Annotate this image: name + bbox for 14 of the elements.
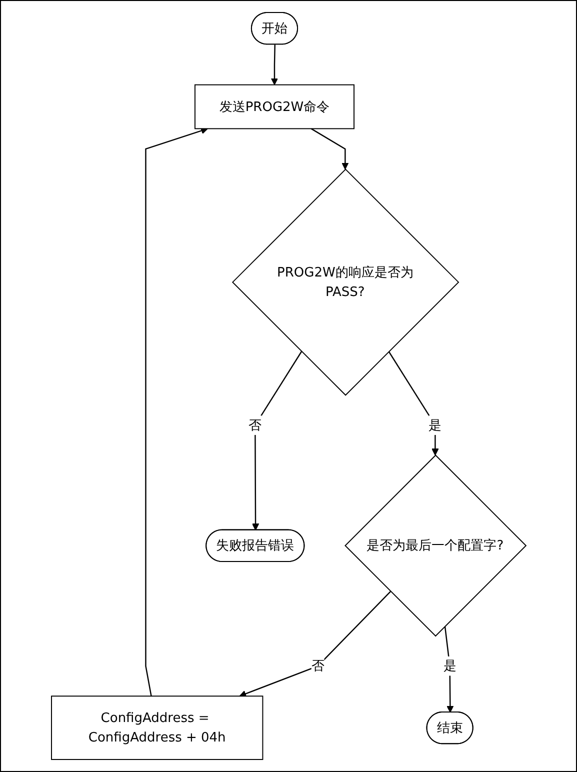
node-diamond: 是否为最后一个配置字? [344, 454, 526, 637]
arrow [144, 127, 208, 696]
arrow [310, 128, 348, 170]
arrow [239, 590, 391, 698]
edge-label: 否 [311, 658, 324, 674]
node-box: 发送PROG2W命令 [194, 84, 354, 130]
arrow [252, 351, 302, 531]
edge-label: 是 [443, 658, 456, 674]
node-diamond: PROG2W的响应是否为PASS? [232, 168, 459, 396]
arrow [270, 44, 278, 86]
edge-label: 是 [428, 417, 442, 432]
arrow [388, 351, 439, 456]
edge-label: 否 [248, 417, 262, 432]
node-box: ConfigAddress = ConfigAddress + 04h [50, 696, 263, 760]
